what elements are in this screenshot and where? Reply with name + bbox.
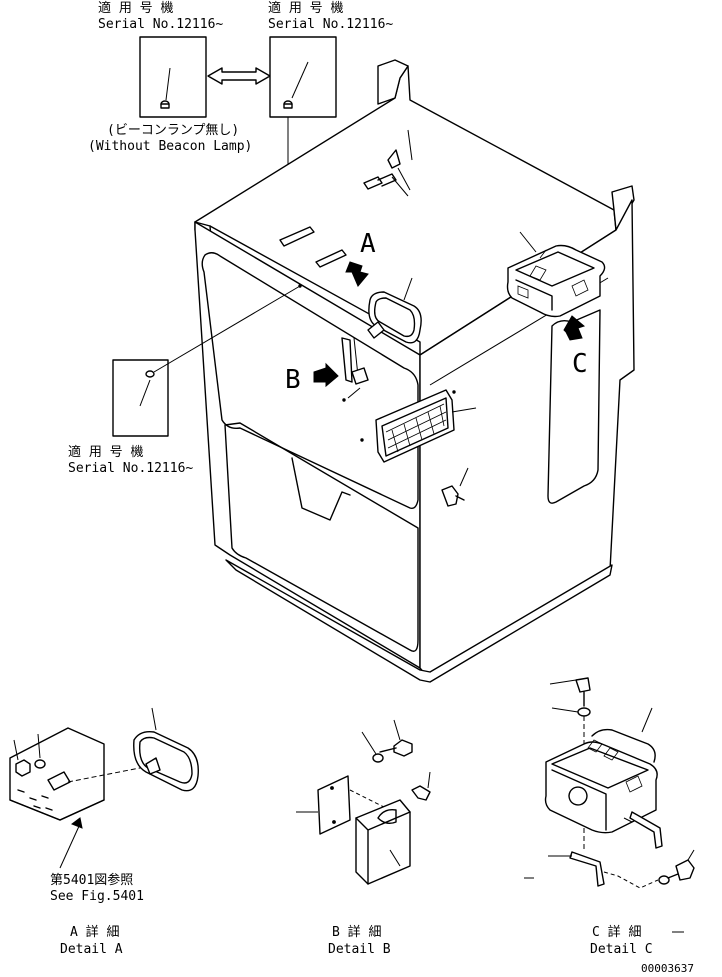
detail-c-en: Detail C [590,942,653,957]
inset-no-beacon [139,36,207,118]
detail-a-drawing [9,707,199,869]
cab-lamp-guard-c [506,231,606,318]
cab-side-bolt [441,467,469,507]
reference-en: See Fig.5401 [50,889,144,904]
serial-label-lower: 適 用 号 機 Serial No.12116~ [68,444,193,476]
roof-bolt [363,173,409,197]
detail-a-reference: 第5401図参照 See Fig.5401 [50,872,144,904]
reference-jp: 第5401図参照 [50,872,133,888]
inset-lower-left [112,284,302,437]
detail-b-en: Detail B [328,942,391,957]
view-arrow-c: C [563,315,588,379]
detail-c-jp: C 詳 細 [592,924,641,940]
serial-jp-right: 適 用 号 機 [268,0,343,16]
serial-no-left: Serial No.12116~ [98,17,223,32]
detail-a-caption: A 詳 細 Detail A [60,924,123,957]
detail-a-jp: A 詳 細 [70,924,119,940]
no-beacon-jp: (ビーコンランプ無し) [107,123,239,138]
no-beacon-en: (Without Beacon Lamp) [88,139,252,154]
operator-cab [194,59,635,683]
view-letter-b: B [285,365,301,395]
roof-grab-bars [279,226,347,268]
serial-no-lower: Serial No.12116~ [68,461,193,476]
detail-c-caption: C 詳 細 Detail C [590,924,653,957]
cab-mesh-guard [360,389,477,463]
view-arrow-a: A [345,229,376,287]
view-letter-c: C [572,349,588,379]
detail-b-caption: B 詳 細 Detail B [328,924,391,957]
cab-mirror [367,277,422,344]
detail-c-drawing [524,677,695,933]
roof-clip [387,129,413,191]
no-beacon-caption: (ビーコンランプ無し) (Without Beacon Lamp) [88,123,252,154]
drawing-number: 00003637 [641,962,694,975]
detail-b-drawing [296,719,431,885]
detail-b-jp: B 詳 細 [332,924,381,940]
view-letter-a: A [360,229,376,259]
serial-no-right: Serial No.12116~ [268,17,393,32]
serial-jp-left: 適 用 号 機 [98,0,173,16]
serial-jp-lower: 適 用 号 機 [68,444,143,460]
cab-bracket-b [342,367,369,402]
inset-with-beacon [269,36,337,255]
detail-a-en: Detail A [60,942,123,957]
serial-label-left: 適 用 号 機 Serial No.12116~ [98,0,223,32]
double-arrow-icon [207,67,271,85]
serial-label-right: 適 用 号 機 Serial No.12116~ [268,0,393,32]
view-arrow-b: B [285,362,339,395]
